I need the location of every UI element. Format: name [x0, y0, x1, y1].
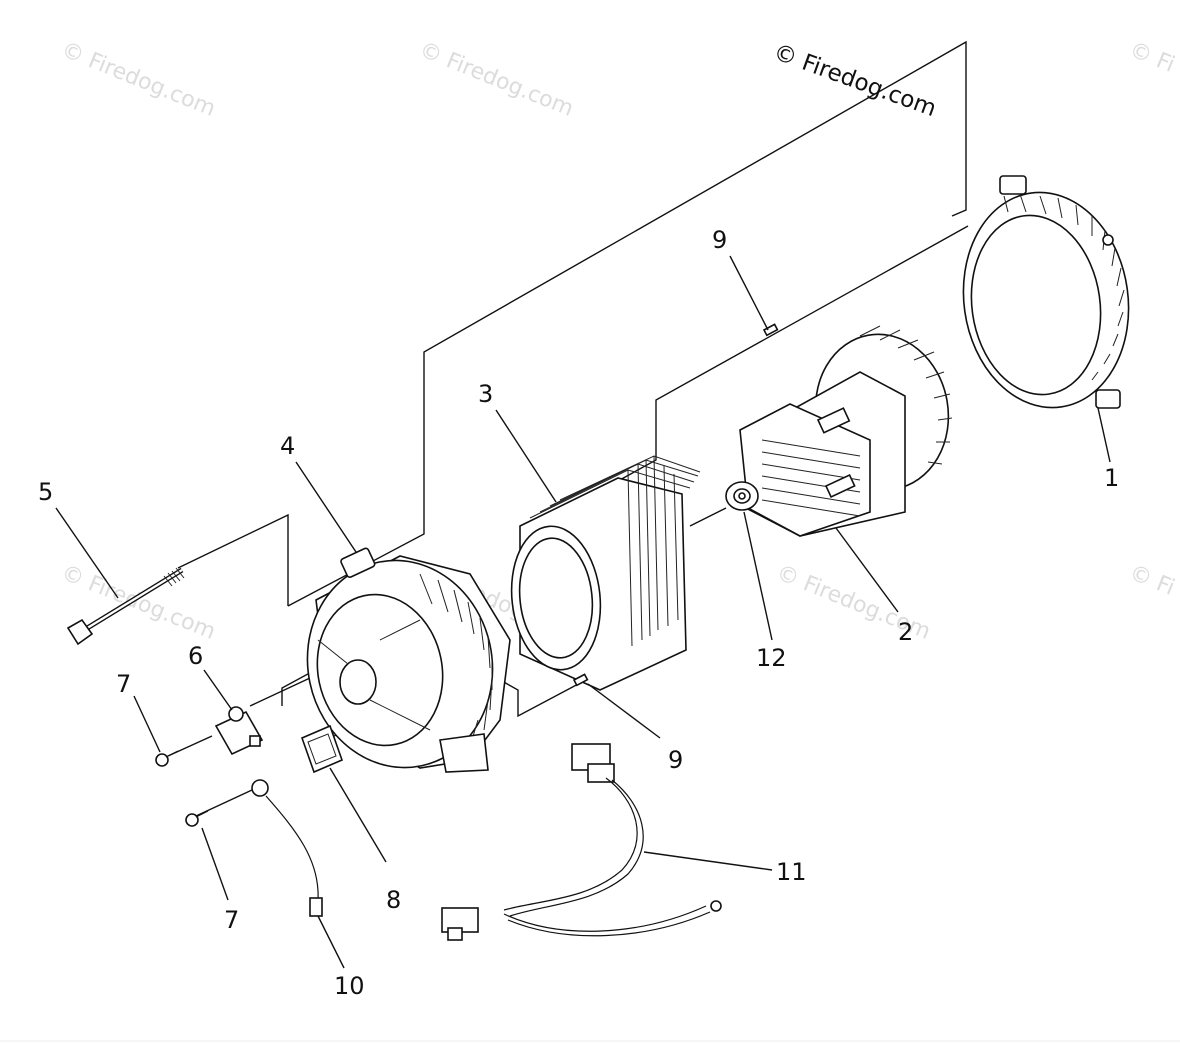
rotor-axis-line: [597, 225, 969, 493]
leader-10: [317, 915, 345, 969]
copyright-text: © Firedog.com: [770, 39, 940, 122]
outer-axis-line: [177, 513, 289, 606]
watermark-1: © Firedog.com: [58, 37, 219, 121]
callout-8: 8: [386, 886, 401, 914]
screw-lower: [185, 810, 209, 827]
leader-2: [835, 527, 899, 613]
shaft-line: [689, 507, 727, 527]
callout-numbers: 1 2 3 4 5 6 7 7 8 9 9 10 11 12: [38, 226, 1119, 1000]
ground-wire: [251, 779, 323, 917]
rotor-assembly: [725, 325, 953, 537]
callout-10: 10: [334, 972, 365, 1000]
callout-4: 4: [280, 432, 295, 460]
through-bolt: [66, 567, 185, 646]
callout-3: 3: [478, 380, 493, 408]
screw-line-lower: [195, 789, 253, 817]
callout-9-lower: 9: [668, 746, 683, 774]
watermark-2: © Firedog.com: [416, 37, 577, 121]
leader-12: [743, 511, 773, 641]
leader-6: [203, 669, 233, 711]
leader-5: [55, 507, 119, 599]
leader-1: [1097, 407, 1111, 463]
callout-2: 2: [898, 618, 913, 646]
callout-12: 12: [756, 644, 787, 672]
leader-9a: [729, 255, 769, 331]
stator: [510, 455, 701, 691]
screw-upper: [155, 750, 179, 767]
callout-1: 1: [1104, 464, 1119, 492]
brush-holder-bracket: [214, 706, 264, 756]
leader-7a: [133, 695, 161, 753]
rear-end-cover: [962, 175, 1130, 409]
dowel-pin-lower: [572, 673, 589, 687]
leader-9b: [587, 683, 661, 739]
wire-harness: [441, 743, 722, 941]
callout-5: 5: [38, 478, 53, 506]
watermark-7: © Fi: [1126, 560, 1178, 600]
front-housing: [306, 547, 511, 773]
leader-3: [495, 409, 557, 503]
assembly-lines: [167, 40, 969, 817]
watermark-3: © Fi: [1126, 37, 1178, 77]
leader-8: [329, 767, 387, 863]
callout-11: 11: [776, 858, 807, 886]
callout-leaders: [55, 255, 1111, 969]
leader-7b: [201, 827, 229, 901]
callout-6: 6: [188, 642, 203, 670]
callout-7-upper: 7: [116, 670, 131, 698]
dowel-pin-upper: [762, 323, 779, 337]
leader-11: [643, 851, 773, 871]
leader-4: [295, 461, 357, 553]
callout-7-lower: 7: [224, 906, 239, 934]
brush: [300, 724, 344, 774]
callout-9-upper: 9: [712, 226, 727, 254]
housing-axis-line: [287, 40, 967, 607]
